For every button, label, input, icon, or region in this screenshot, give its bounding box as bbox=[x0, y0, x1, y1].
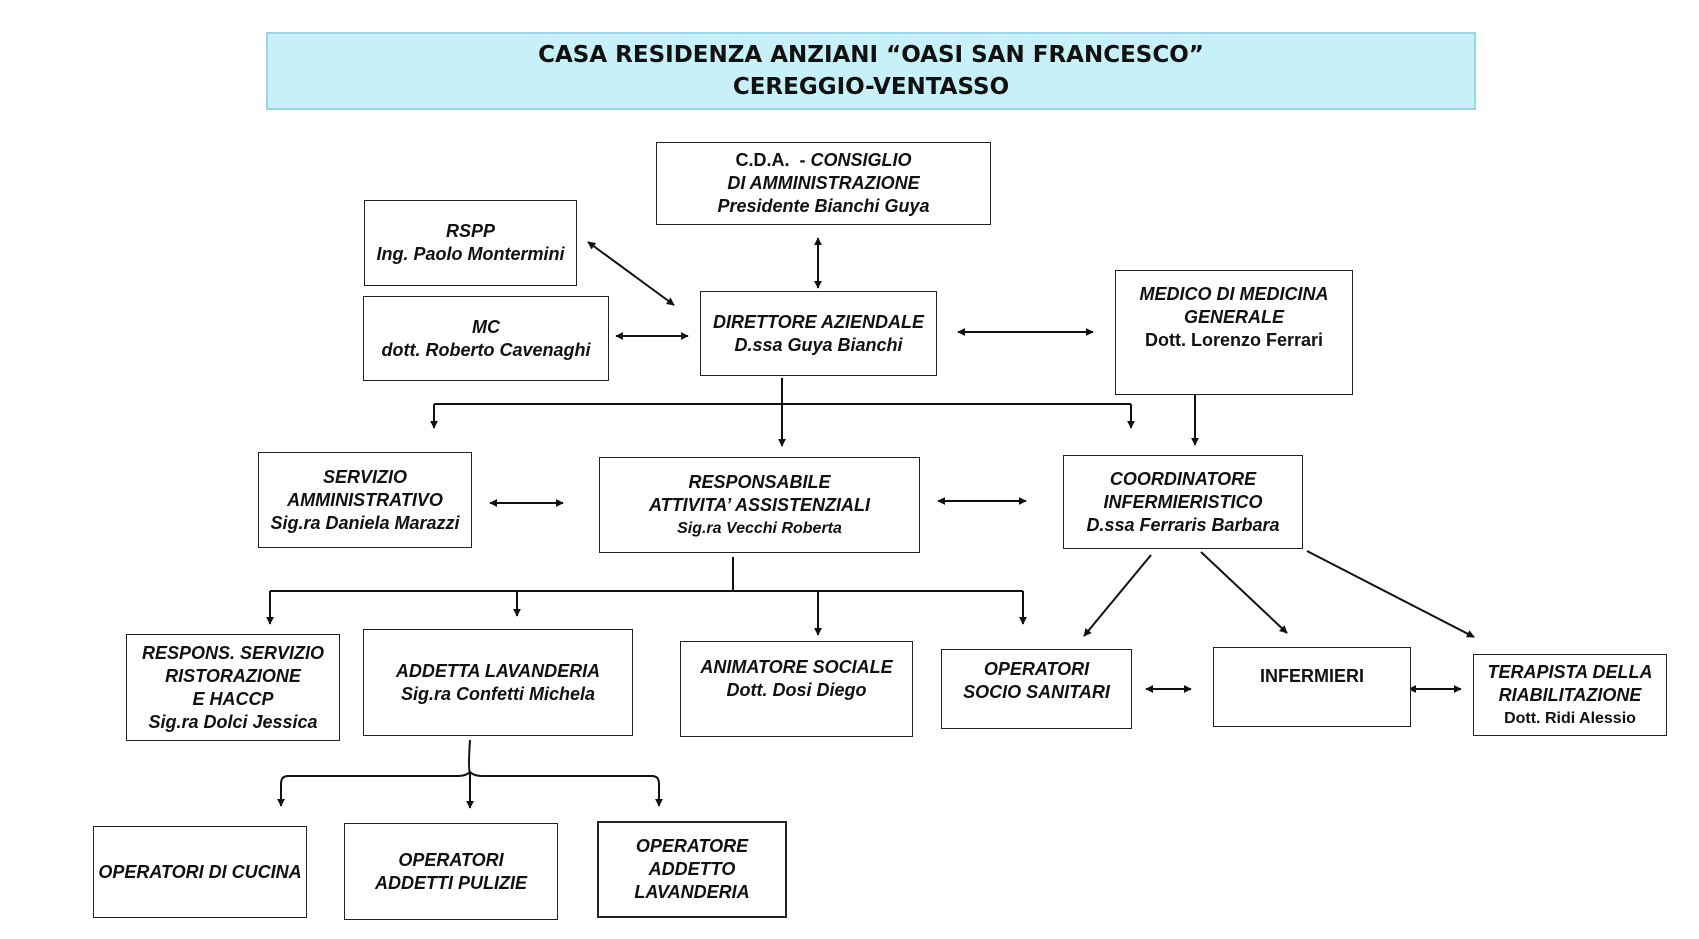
ristorazione-line-1: RESPONS. SERVIZIO bbox=[141, 642, 325, 663]
pulizie-line-2: ADDETTI PULIZIE bbox=[375, 872, 527, 893]
node-terapista: TERAPISTA DELLA RIABILITAZIONE Dott. Rid… bbox=[1473, 654, 1667, 736]
title-banner: CASA RESIDENZA ANZIANI “OASI SAN FRANCES… bbox=[266, 32, 1476, 110]
op-lavanderia-line-3: LAVANDERIA bbox=[634, 882, 750, 902]
coordinatore-line-3: D.ssa Ferraris Barbara bbox=[1086, 514, 1280, 535]
raa-line-2: ATTIVITA’ ASSISTENZIALI bbox=[648, 494, 870, 515]
oss-line-1: OPERATORI bbox=[983, 659, 1090, 679]
op-lavanderia-line-2: ADDETTO bbox=[648, 859, 736, 879]
oss-line-2: SOCIO SANITARI bbox=[963, 682, 1110, 702]
link-lavanderia-stem bbox=[466, 739, 474, 809]
rspp-line-1: RSPP bbox=[445, 221, 496, 241]
animatore-line-2: Dott. Dosi Diego bbox=[726, 680, 867, 700]
node-animatore: ANIMATORE SOCIALE Dott. Dosi Diego bbox=[680, 641, 913, 737]
ristorazione-line-3: E HACCP bbox=[192, 688, 274, 709]
servizio-line-3: Sig.ra Daniela Marazzi bbox=[270, 512, 460, 533]
link-coord-terapista bbox=[1306, 550, 1475, 638]
title-line-1: CASA RESIDENZA ANZIANI “OASI SAN FRANCES… bbox=[538, 42, 1204, 68]
link-lavanderia-right bbox=[469, 771, 663, 807]
title-line-2: CEREGGIO-VENTASSO bbox=[732, 74, 1010, 100]
node-rspp: RSPP Ing. Paolo Montermini bbox=[364, 200, 577, 286]
mc-line-2: dott. Roberto Cavenaghi bbox=[381, 339, 591, 360]
node-responsabile-attivita: RESPONSABILE ATTIVITA’ ASSISTENZIALI Sig… bbox=[599, 457, 920, 553]
op-lavanderia-line-1: OPERATORE bbox=[635, 836, 749, 856]
node-infermieri: INFERMIERI bbox=[1213, 647, 1411, 727]
lavanderia-line-1: ADDETTA LAVANDERIA bbox=[395, 661, 601, 681]
node-servizio-amministrativo: SERVIZIO AMMINISTRATIVO Sig.ra Daniela M… bbox=[258, 452, 472, 548]
lavanderia-line-2: Sig.ra Confetti Michela bbox=[400, 684, 596, 704]
link-rspp-direttore bbox=[587, 241, 675, 306]
node-medico: MEDICO DI MEDICINA GENERALE Dott. Lorenz… bbox=[1115, 270, 1353, 395]
coordinatore-line-2: INFERMIERISTICO bbox=[1103, 491, 1263, 512]
node-addetta-lavanderia: ADDETTA LAVANDERIA Sig.ra Confetti Miche… bbox=[363, 629, 633, 736]
medico-line-3: Dott. Lorenzo Ferrari bbox=[1144, 330, 1323, 350]
cda-label: CONSIGLIO bbox=[810, 150, 912, 170]
servizio-line-1: SERVIZIO bbox=[322, 466, 407, 487]
node-cda: C.D.A. - CONSIGLIO DI AMMINISTRAZIONE Pr… bbox=[656, 142, 991, 225]
cda-abbr: C.D.A. bbox=[735, 150, 790, 170]
rspp-line-2: Ing. Paolo Montermini bbox=[376, 244, 565, 264]
infermieri-line-1: INFERMIERI bbox=[1259, 666, 1364, 686]
cda-line-2: DI AMMINISTRAZIONE bbox=[727, 173, 920, 193]
link-coord-oss bbox=[1083, 554, 1152, 637]
node-ristorazione: RESPONS. SERVIZIO RISTORAZIONE E HACCP S… bbox=[126, 634, 340, 741]
animatore-line-1: ANIMATORE SOCIALE bbox=[700, 657, 893, 677]
pulizie-line-1: OPERATORI bbox=[398, 849, 504, 870]
ristorazione-line-4: Sig.ra Dolci Jessica bbox=[148, 711, 318, 732]
node-operatori-pulizie: OPERATORI ADDETTI PULIZIE bbox=[344, 823, 558, 920]
direttore-line-2: D.ssa Guya Bianchi bbox=[734, 334, 903, 355]
terapista-line-3: Dott. Ridi Alessio bbox=[1504, 709, 1636, 727]
terapista-line-1: TERAPISTA DELLA bbox=[1487, 661, 1653, 682]
node-mc: MC dott. Roberto Cavenaghi bbox=[363, 296, 609, 381]
direttore-line-1: DIRETTORE AZIENDALE bbox=[712, 311, 924, 332]
terapista-line-2: RIABILITAZIONE bbox=[1498, 684, 1642, 705]
node-coordinatore: COORDINATORE INFERMIERISTICO D.ssa Ferra… bbox=[1063, 455, 1303, 549]
link-coord-infermieri bbox=[1200, 551, 1288, 634]
medico-line-1: MEDICO DI MEDICINA bbox=[1139, 284, 1329, 304]
cucina-line-1: OPERATORI DI CUCINA bbox=[98, 861, 302, 882]
ristorazione-line-2: RISTORAZIONE bbox=[165, 665, 301, 686]
raa-line-3: Sig.ra Vecchi Roberta bbox=[677, 519, 842, 537]
raa-line-1: RESPONSABILE bbox=[688, 471, 831, 492]
mc-line-1: MC bbox=[472, 316, 500, 337]
servizio-line-2: AMMINISTRATIVO bbox=[287, 489, 443, 510]
node-operatore-lavanderia: OPERATORE ADDETTO LAVANDERIA bbox=[597, 821, 787, 918]
cda-line-3: Presidente Bianchi Guya bbox=[717, 196, 930, 216]
node-direttore: DIRETTORE AZIENDALE D.ssa Guya Bianchi bbox=[700, 291, 937, 376]
coordinatore-line-1: COORDINATORE bbox=[1109, 468, 1257, 489]
node-oss: OPERATORI SOCIO SANITARI bbox=[941, 649, 1132, 729]
node-operatori-cucina: OPERATORI DI CUCINA bbox=[93, 826, 307, 918]
medico-line-2: GENERALE bbox=[1183, 307, 1284, 327]
link-lavanderia-left bbox=[277, 771, 471, 807]
